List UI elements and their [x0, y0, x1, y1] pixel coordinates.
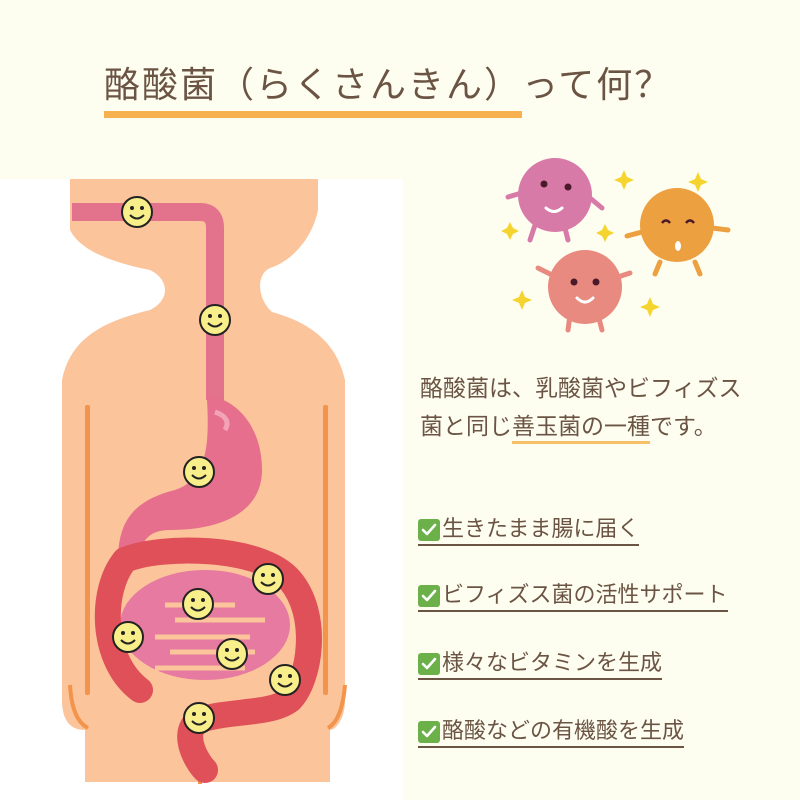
- feature-item: 生きたまま腸に届く: [418, 516, 640, 546]
- bacteria-characters-illustration: [490, 140, 750, 350]
- check-icon: [418, 721, 440, 743]
- feature-label: 生きたまま腸に届く: [442, 517, 640, 542]
- feature-item: ビフィズス菌の活性サポート: [418, 582, 728, 612]
- intro-text: 酪酸菌は、乳酸菌やビフィズス 菌と同じ善玉菌の一種です。: [420, 370, 790, 446]
- intro-line-2-pre: 菌と同じ: [420, 414, 512, 440]
- digestive-system-illustration: [0, 179, 403, 800]
- intro-line-2: 菌と同じ善玉菌の一種です。: [420, 408, 790, 446]
- feature-item: 酪酸などの有機酸を生成: [418, 718, 685, 748]
- title-highlight: 酪酸菌（らくさんきん）: [104, 56, 523, 118]
- page-title: 酪酸菌（らくさんきん）って何？: [104, 56, 673, 118]
- check-icon: [418, 585, 440, 607]
- check-icon: [418, 653, 440, 675]
- bacteria-icon: [501, 158, 731, 333]
- feature-label: 酪酸などの有機酸を生成: [442, 719, 685, 744]
- check-icon: [418, 519, 440, 541]
- title-rest: って何？: [522, 65, 673, 106]
- body-icon: [62, 179, 347, 784]
- feature-label: ビフィズス菌の活性サポート: [442, 583, 728, 608]
- intro-underlined-text: 善玉菌の一種: [512, 414, 650, 444]
- feature-label: 様々なビタミンを生成: [442, 651, 663, 676]
- feature-item: 様々なビタミンを生成: [418, 650, 663, 680]
- intro-line-1: 酪酸菌は、乳酸菌やビフィズス: [420, 376, 742, 402]
- intro-line-2-post: です。: [650, 414, 717, 440]
- smiley-icons: [112, 196, 301, 734]
